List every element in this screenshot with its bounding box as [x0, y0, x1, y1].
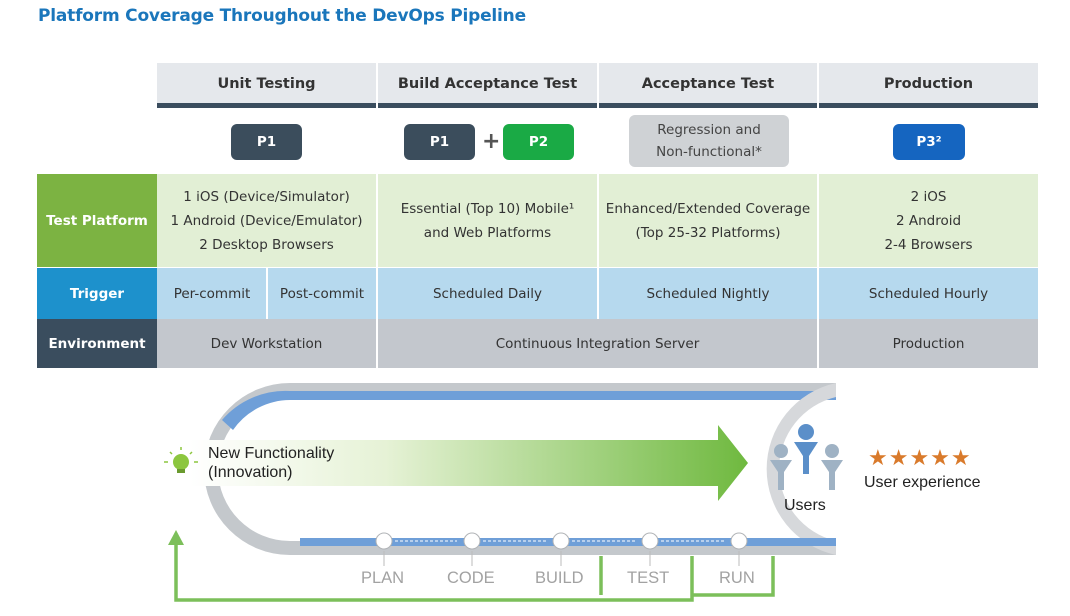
pill-p2-bat: P2 — [503, 124, 574, 160]
trigger-scheduled-daily: Scheduled Daily — [432, 285, 543, 302]
users-label: Users — [784, 497, 826, 514]
star-rating: ★★★★★ — [868, 445, 972, 470]
environment-production: Production — [892, 335, 965, 352]
environment-dev-workstation: Dev Workstation — [210, 335, 323, 352]
loop-band-bottom — [300, 538, 836, 546]
column-divider — [597, 63, 599, 319]
stage-track — [375, 532, 748, 550]
test-platform-acceptance-cell: Enhanced/Extended Coverage (Top 25-32 Pl… — [605, 200, 811, 241]
column-header-build-acceptance: Build Acceptance Test — [378, 63, 597, 104]
column-header-production: Production — [819, 63, 1038, 104]
column-header-acceptance: Acceptance Test — [599, 63, 817, 104]
trigger-scheduled-nightly: Scheduled Nightly — [646, 285, 770, 302]
row-label-environment: Environment — [37, 319, 157, 368]
pill-p1-unit: P1 — [231, 124, 302, 160]
user-experience-label: User experience — [864, 474, 981, 491]
column-header-unit-testing: Unit Testing — [157, 63, 376, 104]
trigger-scheduled-hourly: Scheduled Hourly — [868, 285, 989, 302]
stage-test: TEST — [627, 569, 670, 587]
trigger-post-commit: Post-commit — [279, 285, 365, 302]
environment-ci-server: Continuous Integration Server — [495, 335, 700, 352]
stage-run: RUN — [719, 569, 755, 587]
lightbulb-icon — [164, 447, 198, 473]
trigger-per-commit: Per-commit — [173, 285, 251, 302]
loop-right-arc — [766, 383, 836, 555]
plus-sign: + — [482, 129, 501, 154]
loop-band-top — [222, 390, 836, 430]
feedback-loop — [174, 543, 694, 602]
pill-p3-production: P3² — [893, 124, 965, 160]
column-divider — [376, 63, 378, 368]
pill-regression: Regression and Non-functional* — [629, 115, 789, 167]
page-title: Platform Coverage Throughout the DevOps … — [38, 6, 526, 26]
pill-p1-bat: P1 — [404, 124, 475, 160]
feedback-arrowhead — [168, 530, 184, 545]
environment-row-bg — [157, 319, 1038, 368]
column-divider — [817, 63, 819, 368]
row-label-trigger: Trigger — [37, 268, 157, 319]
stage-build: BUILD — [535, 569, 584, 587]
new-functionality-label: New Functionality (Innovation) — [208, 445, 335, 481]
test-platform-unit-cell: 1 iOS (Device/Simulator) 1 Android (Devi… — [170, 188, 363, 253]
test-platform-bat-cell: Essential (Top 10) Mobile¹ and Web Platf… — [400, 200, 575, 241]
stage-plan: PLAN — [361, 569, 405, 587]
users-icon — [770, 424, 843, 490]
column-divider — [266, 268, 268, 319]
test-platform-production-cell: 2 iOS 2 Android 2-4 Browsers — [884, 188, 973, 253]
row-label-test-platform: Test Platform — [37, 174, 157, 267]
stage-code: CODE — [447, 569, 495, 587]
